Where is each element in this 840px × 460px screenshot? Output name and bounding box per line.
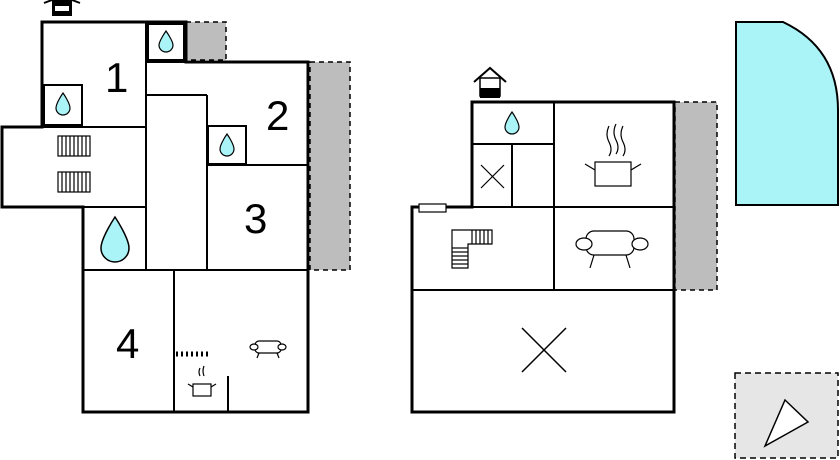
- stove-pot-icon: [187, 365, 217, 397]
- stove-pot-icon: [584, 123, 642, 187]
- empty-space-cross-icon: [521, 327, 567, 373]
- terrace-right-plan: [674, 101, 718, 291]
- left-floor-plan: 1 2 3 4: [0, 0, 351, 414]
- north-arrow-icon: [763, 398, 810, 448]
- water-drop-icon: [504, 110, 520, 135]
- right-outer-wall: [410, 100, 676, 414]
- compass: [734, 372, 839, 459]
- water-drop-icon: [158, 29, 174, 53]
- left-outer-wall: [0, 20, 310, 414]
- room-number-3: 3: [244, 195, 267, 242]
- right-interior-walls: [412, 102, 674, 291]
- sofa-icon: [249, 340, 287, 359]
- room-number-2: 2: [266, 92, 289, 139]
- radiator-icon: [57, 135, 91, 157]
- radiator-icon: [57, 171, 91, 193]
- sofa-icon: [575, 230, 649, 269]
- terrace-right: [309, 61, 351, 271]
- terrace-top: [185, 21, 227, 61]
- pool-shape: [735, 21, 839, 206]
- window-marker: [418, 203, 447, 213]
- water-drop-icon: [219, 132, 235, 157]
- staircase-icon: [451, 229, 493, 269]
- room-number-1: 1: [105, 54, 128, 101]
- right-floor-plan: [410, 66, 718, 414]
- empty-space-cross-icon: [480, 164, 505, 189]
- left-interior-walls: [42, 22, 308, 412]
- water-drop-icon: [55, 91, 71, 116]
- chimney-icon: [43, 0, 81, 16]
- chimney-icon: [473, 66, 507, 98]
- room-number-4: 4: [116, 320, 139, 367]
- water-drop-icon: [100, 215, 130, 263]
